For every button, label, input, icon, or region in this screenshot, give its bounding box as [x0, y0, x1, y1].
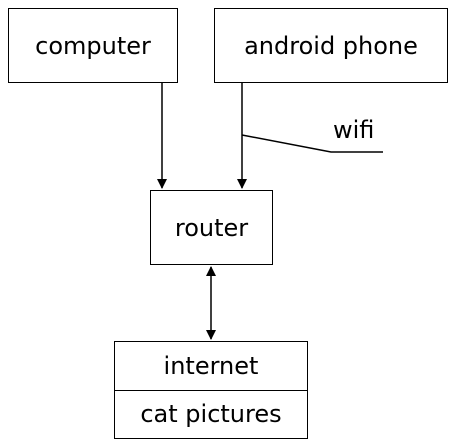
node-computer: computer [8, 8, 178, 83]
node-internet-record: internet cat pictures [114, 341, 308, 439]
edge-label-leader-wifi [241, 134, 383, 153]
record-field-cat-pictures-label: cat pictures [140, 400, 282, 429]
record-field-cat-pictures: cat pictures [115, 389, 307, 439]
record-field-internet: internet [115, 342, 307, 390]
node-android-phone-label: android phone [244, 31, 418, 60]
node-android-phone: android phone [214, 8, 448, 83]
node-router-label: router [174, 213, 249, 242]
node-computer-label: computer [35, 31, 151, 60]
node-router: router [150, 190, 273, 265]
edge-label-wifi: wifi [333, 116, 375, 144]
record-field-internet-label: internet [163, 351, 259, 380]
